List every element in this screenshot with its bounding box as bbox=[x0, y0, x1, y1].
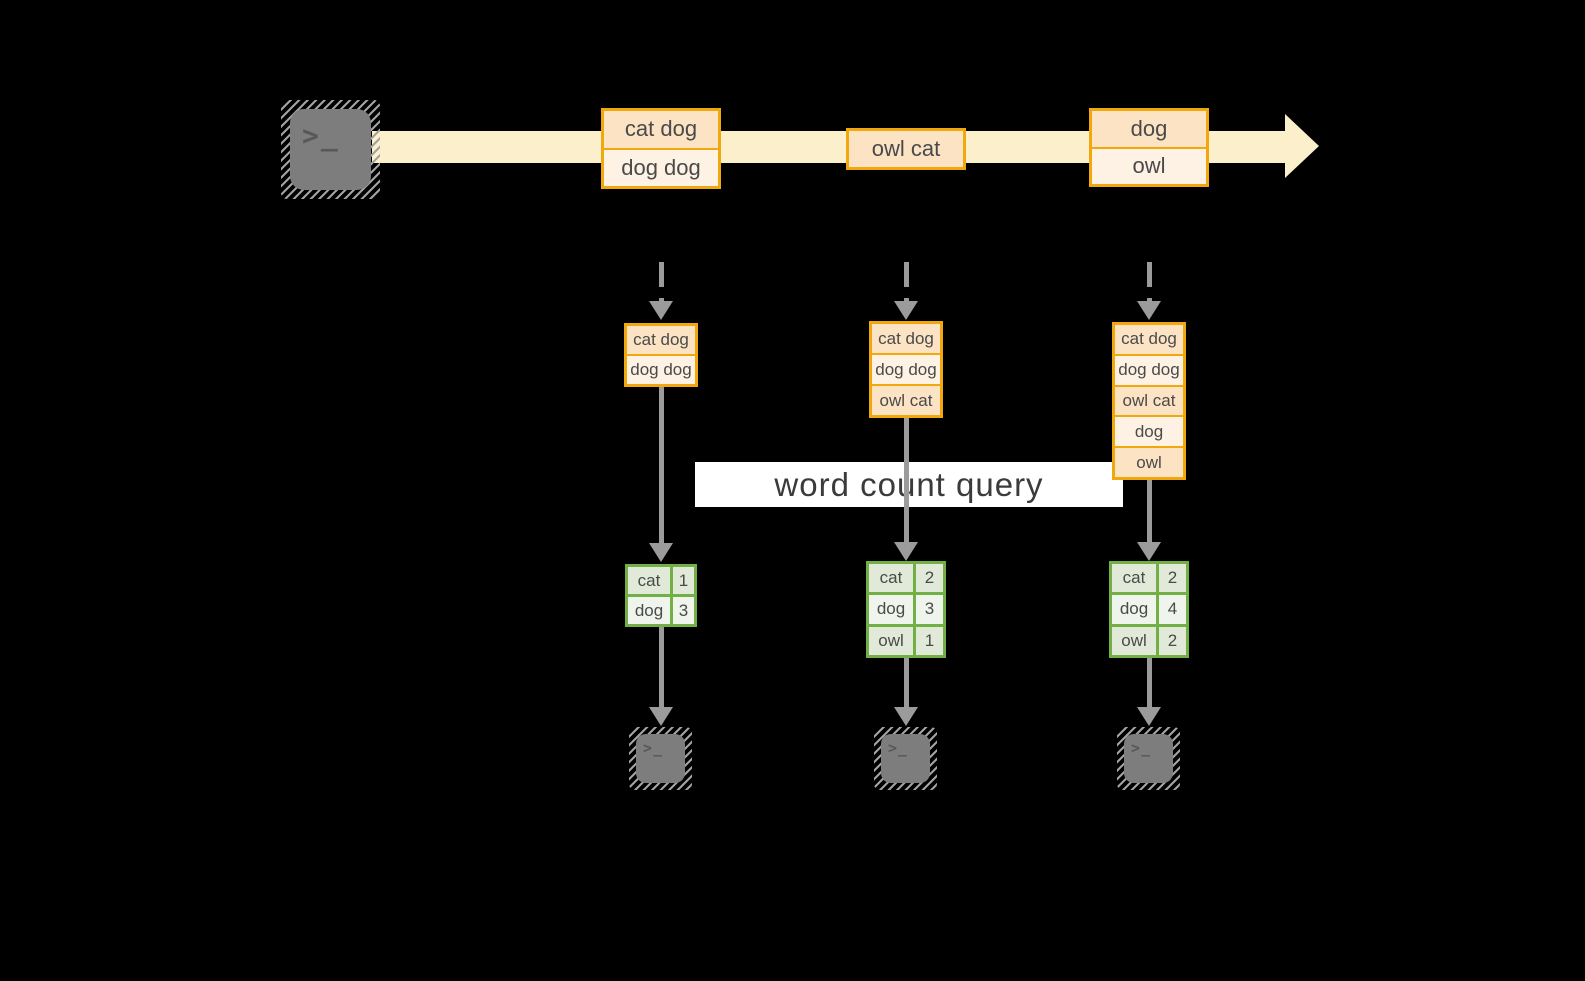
buffer-row: owl cat bbox=[1115, 384, 1183, 416]
flow-arrow-line bbox=[659, 387, 664, 544]
buffer-row: owl bbox=[1115, 446, 1183, 477]
buffer-row: dog dog bbox=[872, 353, 940, 384]
terminal-sink-icon-1: >_ bbox=[629, 727, 692, 790]
count-table-2: cat 2 dog 3 owl 1 bbox=[866, 561, 946, 658]
event-line: owl bbox=[1092, 146, 1206, 184]
count-cell: 3 bbox=[913, 595, 943, 624]
count-cell: 2 bbox=[1156, 564, 1186, 593]
buffer-row: cat dog bbox=[1115, 325, 1183, 354]
word-cell: cat bbox=[1112, 564, 1156, 593]
terminal-screen: >_ bbox=[290, 109, 371, 190]
flow-arrow-line bbox=[1147, 480, 1152, 543]
event-line: cat dog bbox=[604, 111, 718, 148]
count-table-3: cat 2 dog 4 owl 2 bbox=[1109, 561, 1189, 658]
table-row: cat 1 bbox=[628, 567, 694, 594]
buffer-row: cat dog bbox=[627, 326, 695, 354]
word-cell: dog bbox=[1112, 595, 1156, 624]
arrowhead-icon bbox=[894, 301, 918, 320]
terminal-screen: >_ bbox=[881, 734, 930, 783]
table-row: owl 2 bbox=[1112, 623, 1186, 655]
arrowhead-icon bbox=[1137, 542, 1161, 561]
terminal-prompt-icon: >_ bbox=[888, 739, 909, 757]
buffer-row: dog bbox=[1115, 415, 1183, 447]
flow-arrow-line bbox=[1147, 658, 1152, 708]
count-cell: 2 bbox=[913, 564, 943, 593]
terminal-prompt-icon: >_ bbox=[1131, 739, 1152, 757]
event-line: dog dog bbox=[604, 147, 718, 186]
stream-event-box-1: cat dog dog dog bbox=[601, 108, 721, 189]
stream-event-box-3: dog owl bbox=[1089, 108, 1209, 187]
buffer-stack-1: cat dog dog dog bbox=[624, 323, 698, 387]
table-row: cat 2 bbox=[1112, 564, 1186, 593]
buffer-row: dog dog bbox=[627, 354, 695, 384]
buffer-row: cat dog bbox=[872, 324, 940, 353]
event-line: dog bbox=[1092, 111, 1206, 147]
arrowhead-icon bbox=[1137, 301, 1161, 320]
terminal-prompt-icon: >_ bbox=[643, 739, 664, 757]
terminal-prompt-icon: >_ bbox=[302, 119, 340, 152]
word-cell: owl bbox=[869, 626, 913, 655]
arrowhead-icon bbox=[649, 543, 673, 562]
word-cell: owl bbox=[1112, 626, 1156, 655]
count-table-1: cat 1 dog 3 bbox=[625, 564, 697, 627]
dashed-arrow-line bbox=[1147, 262, 1152, 302]
table-row: dog 3 bbox=[628, 594, 694, 624]
word-cell: dog bbox=[628, 597, 670, 624]
flow-arrow-line bbox=[904, 418, 909, 543]
buffer-stack-2: cat dog dog dog owl cat bbox=[869, 321, 943, 418]
dashed-arrow-line bbox=[904, 262, 909, 302]
terminal-sink-icon-2: >_ bbox=[874, 727, 937, 790]
count-cell: 1 bbox=[913, 626, 943, 655]
buffer-row: owl cat bbox=[872, 384, 940, 415]
count-cell: 2 bbox=[1156, 626, 1186, 655]
terminal-source-icon: >_ bbox=[281, 100, 380, 199]
arrowhead-icon bbox=[1137, 707, 1161, 726]
word-cell: cat bbox=[628, 567, 670, 594]
query-band: word count query bbox=[695, 462, 1123, 507]
stream-event-box-2: owl cat bbox=[846, 128, 966, 170]
buffer-stack-3: cat dog dog dog owl cat dog owl bbox=[1112, 322, 1186, 480]
buffer-row: dog dog bbox=[1115, 353, 1183, 385]
stream-arrowhead-icon bbox=[1285, 114, 1319, 178]
arrowhead-icon bbox=[894, 542, 918, 561]
count-cell: 1 bbox=[670, 567, 694, 594]
table-row: dog 3 bbox=[869, 592, 943, 624]
terminal-screen: >_ bbox=[636, 734, 685, 783]
table-row: cat 2 bbox=[869, 564, 943, 593]
event-line: owl cat bbox=[849, 131, 963, 167]
table-row: dog 4 bbox=[1112, 592, 1186, 624]
flow-arrow-line bbox=[904, 658, 909, 708]
count-cell: 3 bbox=[670, 597, 694, 624]
terminal-screen: >_ bbox=[1124, 734, 1173, 783]
terminal-sink-icon-3: >_ bbox=[1117, 727, 1180, 790]
count-cell: 4 bbox=[1156, 595, 1186, 624]
table-row: owl 1 bbox=[869, 623, 943, 655]
dashed-arrow-line bbox=[659, 262, 664, 302]
arrowhead-icon bbox=[894, 707, 918, 726]
arrowhead-icon bbox=[649, 707, 673, 726]
flow-arrow-line bbox=[659, 627, 664, 708]
arrowhead-icon bbox=[649, 301, 673, 320]
word-cell: cat bbox=[869, 564, 913, 593]
word-cell: dog bbox=[869, 595, 913, 624]
